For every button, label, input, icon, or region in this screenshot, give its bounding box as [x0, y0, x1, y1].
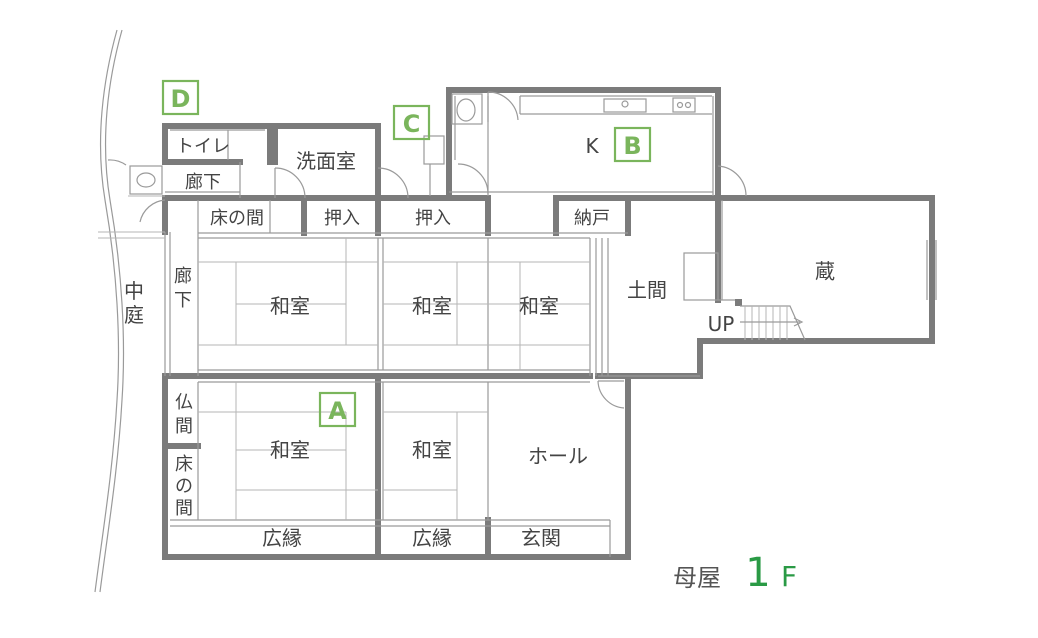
room-washitsu-5: 和室: [412, 438, 452, 462]
room-tokonoma-left-3: 間: [175, 498, 193, 519]
room-kitchen: K: [585, 134, 599, 158]
stairs-up-label: UP: [708, 312, 735, 336]
room-toilet: トイレ: [176, 136, 230, 157]
title-floor-unit: F: [781, 560, 797, 593]
svg-text:C: C: [403, 110, 421, 138]
interior-lines: [98, 93, 937, 557]
garden-label-1: 中: [124, 279, 144, 303]
svg-text:D: D: [171, 85, 191, 113]
room-hiroen-1: 広縁: [262, 526, 302, 550]
room-nando: 納戸: [574, 208, 610, 229]
room-tokonoma-left-2: の: [175, 476, 193, 497]
room-butsuma-1: 仏: [175, 392, 193, 413]
room-corridor-top: 廊下: [185, 172, 221, 193]
room-hall: ホール: [528, 444, 588, 468]
room-washitsu-2: 和室: [412, 294, 452, 318]
marker-d: D: [161, 79, 200, 116]
marker-b: B: [613, 126, 652, 163]
room-washitsu-3: 和室: [519, 294, 559, 318]
door-swings: [107, 91, 747, 409]
room-oshiire-2: 押入: [415, 208, 451, 229]
room-hiroen-2: 広縁: [412, 526, 452, 550]
room-washroom: 洗面室: [296, 149, 356, 173]
room-kura: 蔵: [815, 259, 835, 283]
marker-a: A: [318, 391, 357, 428]
title-building: 母屋: [673, 564, 721, 592]
room-labels: トイレ 洗面室 廊下 床の間 押入 押入 納戸 廊 下 和室 和室 和室 土間 …: [124, 134, 835, 550]
room-butsuma-2: 間: [175, 416, 193, 437]
courtyard-boundary: [94, 29, 125, 593]
title-floor-number: 1: [745, 550, 770, 596]
marker-c: C: [392, 104, 431, 141]
svg-text:A: A: [328, 397, 347, 425]
room-tokonoma-left-1: 床: [175, 454, 193, 475]
walls: [162, 87, 935, 560]
svg-text:B: B: [623, 132, 641, 160]
room-washitsu-4: 和室: [270, 438, 310, 462]
room-washitsu-1: 和室: [270, 294, 310, 318]
plan-title: 母屋 1 F: [673, 550, 797, 596]
room-corridor-left-2: 下: [174, 290, 192, 311]
room-doma: 土間: [627, 278, 667, 302]
room-tokonoma-top: 床の間: [210, 208, 264, 229]
room-oshiire-1: 押入: [324, 208, 360, 229]
garden-label-2: 庭: [124, 303, 144, 327]
room-genkan: 玄関: [521, 526, 561, 550]
room-corridor-left-1: 廊: [174, 266, 192, 287]
